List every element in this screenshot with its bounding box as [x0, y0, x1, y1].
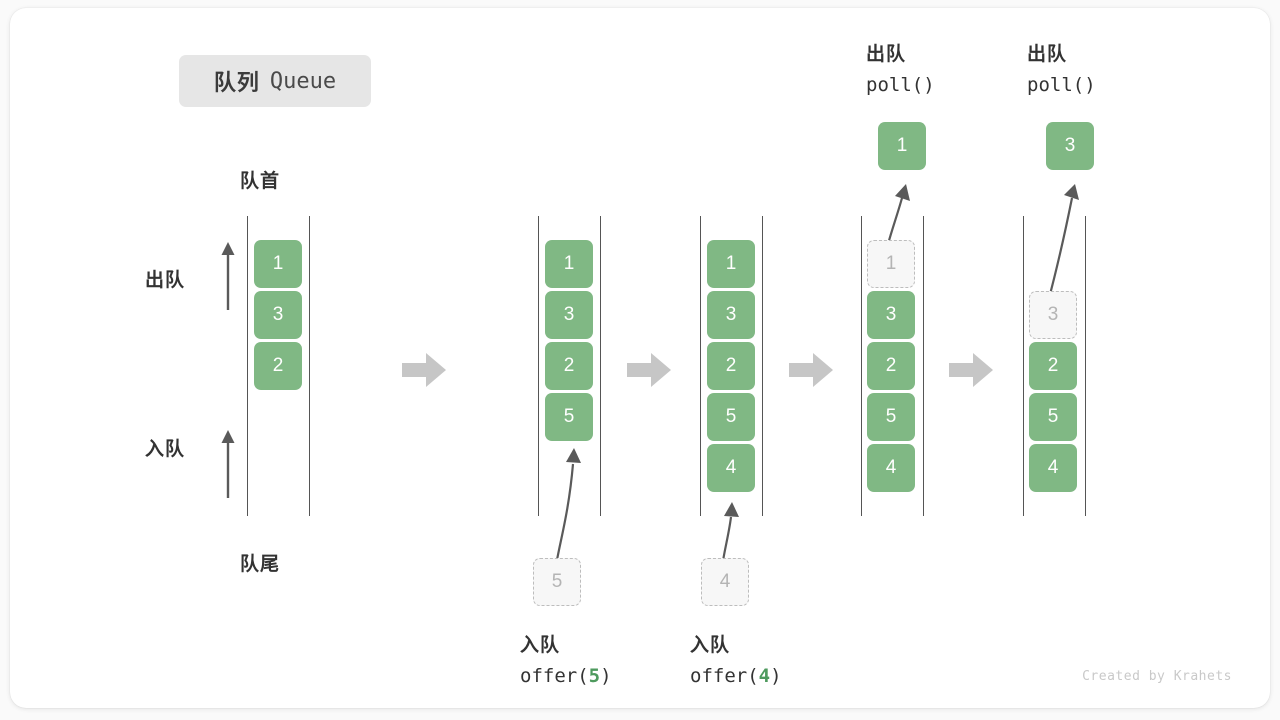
- dequeue-side-label: 出队: [145, 270, 186, 291]
- queue-cell: 1: [707, 240, 755, 288]
- queue-rail-left-4: [861, 216, 862, 516]
- queue-cell: 5: [867, 393, 915, 441]
- incoming-ghost-cell: 5: [533, 558, 581, 606]
- step-transition-arrow: [789, 353, 833, 387]
- offer-4-motion-arrow: [721, 502, 739, 562]
- queue-cell: 2: [707, 342, 755, 390]
- queue-stack-4: 1 3 2 5 4: [867, 240, 915, 492]
- queue-stack-1: 1 3 2: [254, 240, 302, 390]
- queue-cell: 3: [867, 291, 915, 339]
- title-en: Queue: [269, 68, 337, 94]
- offer-4-cn-label: 入队: [690, 635, 731, 656]
- queue-rail-right-1: [309, 216, 310, 516]
- queue-cell: 4: [1029, 444, 1077, 492]
- queue-rail-right-5: [1085, 216, 1086, 516]
- poll-3-motion-arrow: [1046, 184, 1079, 303]
- queue-rail-left-2: [538, 216, 539, 516]
- poll-3-cn-label: 出队: [1027, 44, 1068, 65]
- polled-value-cell: 3: [1046, 122, 1094, 170]
- queue-cell: 3: [545, 291, 593, 339]
- poll-1-cn-label: 出队: [866, 44, 907, 65]
- credit-label: Created by Krahets: [1082, 669, 1232, 684]
- title-badge: 队列 Queue: [179, 55, 371, 107]
- queue-rail-right-4: [923, 216, 924, 516]
- queue-cell: 3: [707, 291, 755, 339]
- queue-cell: 3: [254, 291, 302, 339]
- step-transition-arrow: [402, 353, 446, 387]
- incoming-ghost-cell: 4: [701, 558, 749, 606]
- queue-rail-right-2: [600, 216, 601, 516]
- queue-rail-right-3: [762, 216, 763, 516]
- offer-4-code-prefix: offer(: [690, 665, 759, 687]
- queue-stack-3: 1 3 2 5 4: [707, 240, 755, 492]
- enqueue-side-label: 入队: [145, 439, 186, 460]
- queue-rail-left-3: [700, 216, 701, 516]
- poll-1-code-label: poll(): [866, 74, 935, 96]
- enqueue-direction-arrow: [221, 430, 235, 498]
- offer-4-code-value: 4: [758, 665, 771, 687]
- queue-cell: 2: [867, 342, 915, 390]
- queue-cell: 5: [545, 393, 593, 441]
- offer-4-code-label: offer(4): [690, 665, 782, 687]
- dequeue-direction-arrow: [221, 242, 235, 310]
- offer-5-code-label: offer(5): [520, 665, 612, 687]
- queue-stack-5: 3 2 5 4: [1029, 291, 1077, 492]
- tail-label: 队尾: [240, 554, 281, 575]
- queue-cell-ghost: 1: [867, 240, 915, 288]
- queue-cell: 5: [1029, 393, 1077, 441]
- queue-rail-left-5: [1023, 216, 1024, 516]
- offer-5-code-suffix: ): [600, 665, 612, 687]
- offer-5-code-prefix: offer(: [520, 665, 589, 687]
- queue-cell: 2: [254, 342, 302, 390]
- offer-5-code-value: 5: [588, 665, 601, 687]
- queue-cell-ghost: 3: [1029, 291, 1077, 339]
- head-label: 队首: [240, 171, 281, 192]
- poll-3-code-label: poll(): [1027, 74, 1096, 96]
- offer-4-code-suffix: ): [770, 665, 782, 687]
- title-cn: 队列: [213, 70, 260, 95]
- queue-cell: 5: [707, 393, 755, 441]
- queue-rail-left-1: [247, 216, 248, 516]
- step-transition-arrow: [949, 353, 993, 387]
- poll-1-motion-arrow: [885, 184, 910, 249]
- queue-cell: 1: [254, 240, 302, 288]
- diagram-card: 队列 Queue 队首 出队 入队 1 3 2 队尾: [10, 8, 1270, 708]
- queue-cell: 1: [545, 240, 593, 288]
- queue-cell: 2: [1029, 342, 1077, 390]
- offer-5-cn-label: 入队: [520, 635, 561, 656]
- polled-value-cell: 1: [878, 122, 926, 170]
- queue-cell: 4: [707, 444, 755, 492]
- queue-stack-2: 1 3 2 5: [545, 240, 593, 441]
- queue-cell: 4: [867, 444, 915, 492]
- offer-5-motion-arrow: [555, 448, 581, 561]
- queue-cell: 2: [545, 342, 593, 390]
- step-transition-arrow: [627, 353, 671, 387]
